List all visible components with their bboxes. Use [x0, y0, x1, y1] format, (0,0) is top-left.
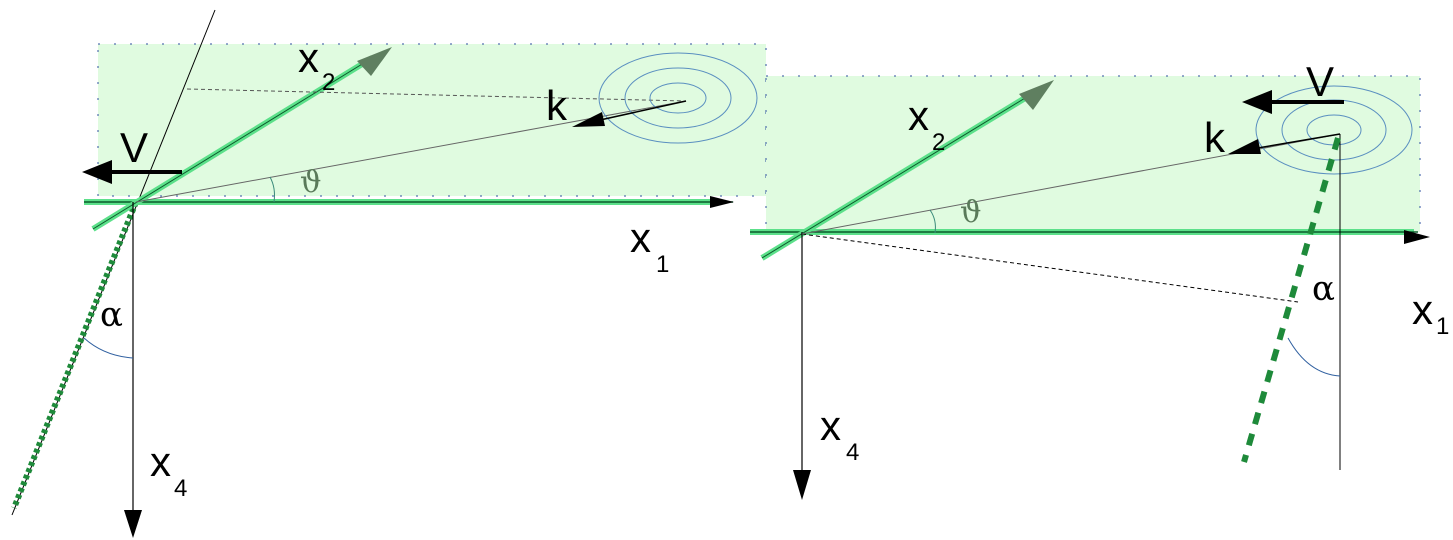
left-plane [97, 43, 767, 197]
right-k-label: k [1204, 114, 1226, 161]
right-k-arrowhead [1228, 139, 1261, 154]
right-alpha-label: α [1312, 269, 1335, 309]
right-x1-sub: 1 [1436, 313, 1449, 340]
right-x2-label: x [908, 92, 929, 139]
left-x4-sub: 4 [174, 475, 187, 502]
right-alpha-arc [1287, 337, 1341, 377]
right-x1-arrowhead [1404, 230, 1430, 244]
left-tilted-time-axis [11, 200, 139, 510]
left-diagram: x 1 x 2 x 4 k V ϑ α [11, 9, 767, 538]
right-v-label: V [1306, 58, 1334, 105]
left-dashed-projection [186, 88, 687, 102]
right-x2-arrowhead [1019, 80, 1054, 110]
left-k-arrowhead [572, 112, 605, 127]
right-x2-axis [761, 91, 1036, 259]
left-x1-sub: 1 [656, 251, 669, 278]
right-theta-label: ϑ [960, 195, 981, 230]
left-x2-axis [92, 57, 373, 230]
left-x2-arrowhead [357, 47, 392, 76]
left-alpha-label: α [100, 295, 123, 335]
right-theta-arc [929, 209, 936, 234]
left-x4-arrowhead [124, 510, 142, 538]
right-v-arrowhead [1242, 90, 1272, 114]
right-diagram: x 1 x 2 x 4 k V ϑ α [750, 58, 1449, 500]
left-x2-label: x [298, 34, 319, 81]
left-alpha-arc [83, 337, 134, 359]
right-dashed-projection [801, 233, 1299, 303]
left-v-label: V [120, 124, 148, 171]
left-x4-label: x [150, 438, 171, 485]
left-theta-label: ϑ [300, 165, 321, 200]
left-x1-arrowhead [710, 196, 734, 208]
left-wave-source [598, 52, 758, 144]
left-x1-label: x [630, 214, 651, 261]
right-x4-sub: 4 [846, 439, 859, 466]
left-x2-sub: 2 [322, 69, 335, 96]
left-v-arrowhead [82, 160, 112, 184]
left-k-label: k [546, 82, 568, 129]
right-x4-arrowhead [793, 470, 811, 500]
right-x2-sub: 2 [932, 129, 945, 156]
right-x4-label: x [820, 402, 841, 449]
left-theta-arc [269, 176, 275, 203]
right-x1-label: x [1412, 286, 1433, 333]
